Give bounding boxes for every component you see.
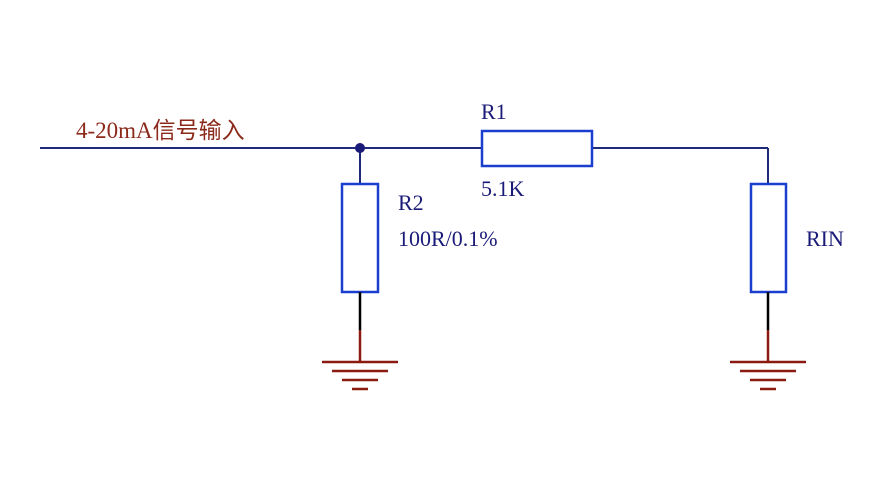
net-label: 4-20mA信号输入: [76, 118, 245, 143]
rin-ref-label: RIN: [806, 226, 844, 251]
junction-dot: [355, 143, 365, 153]
r1-value-label: 5.1K: [481, 176, 525, 201]
r2-ref-label: R2: [398, 190, 424, 215]
rin-ground-icon: [730, 330, 806, 391]
rin-resistor-body: [749, 182, 788, 294]
r1-resistor-body: [480, 129, 594, 168]
r2-ground-icon: [322, 330, 398, 391]
r2-resistor-body: [340, 182, 380, 294]
r1-ref-label: R1: [481, 99, 507, 124]
r2-value-label: 100R/0.1%: [398, 226, 498, 251]
